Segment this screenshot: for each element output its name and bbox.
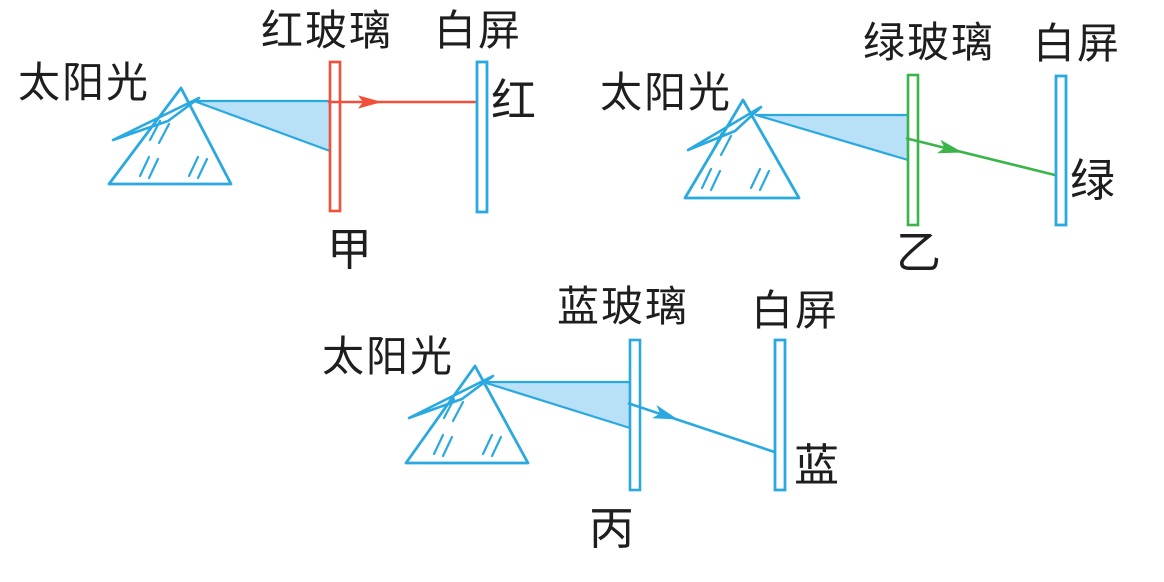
diagram-yi [683, 73, 1068, 227]
filter-label: 绿玻璃 [863, 21, 996, 67]
spectrum-fan [192, 99, 332, 153]
white-screen [475, 60, 489, 214]
white-screen [1054, 74, 1068, 227]
result-color-label: 蓝 [794, 441, 842, 491]
sunlight-label: 太阳光 [322, 335, 455, 381]
ray-arrowhead [358, 95, 382, 109]
prism [107, 86, 233, 186]
spectrum-fan [754, 113, 910, 162]
prism-hatch-marks [700, 131, 771, 192]
screen-label: 白屏 [1033, 22, 1122, 68]
sunlight-label: 太阳光 [18, 61, 151, 107]
ray-arrowhead [937, 139, 963, 154]
diagram-caption: 丙 [589, 504, 637, 554]
blue-light-ray [627, 402, 778, 454]
green-light-ray [905, 137, 1059, 177]
screen-label: 白屏 [751, 289, 840, 335]
blue-filter-glass [628, 338, 642, 492]
white-screen [773, 338, 787, 492]
filter-label: 红玻璃 [261, 9, 394, 55]
incident-sunbeam [686, 105, 763, 152]
incident-sunbeam [111, 96, 201, 142]
prism [404, 364, 530, 465]
result-color-label: 红 [491, 76, 539, 126]
prism-hatch-marks [138, 119, 209, 180]
filter-label: 蓝玻璃 [557, 285, 690, 331]
green-filter-glass [906, 73, 920, 227]
red-filter-glass [328, 60, 342, 213]
diagram-caption: 甲 [327, 225, 375, 275]
result-color-label: 绿 [1070, 156, 1118, 206]
diagram-jia [107, 60, 489, 214]
ray-arrowhead [652, 405, 678, 420]
diagram-caption: 乙 [896, 228, 944, 278]
diagram-bing [404, 338, 787, 492]
screen-label: 白屏 [434, 9, 523, 55]
sunlight-label: 太阳光 [600, 71, 733, 117]
incident-sunbeam [407, 374, 495, 420]
